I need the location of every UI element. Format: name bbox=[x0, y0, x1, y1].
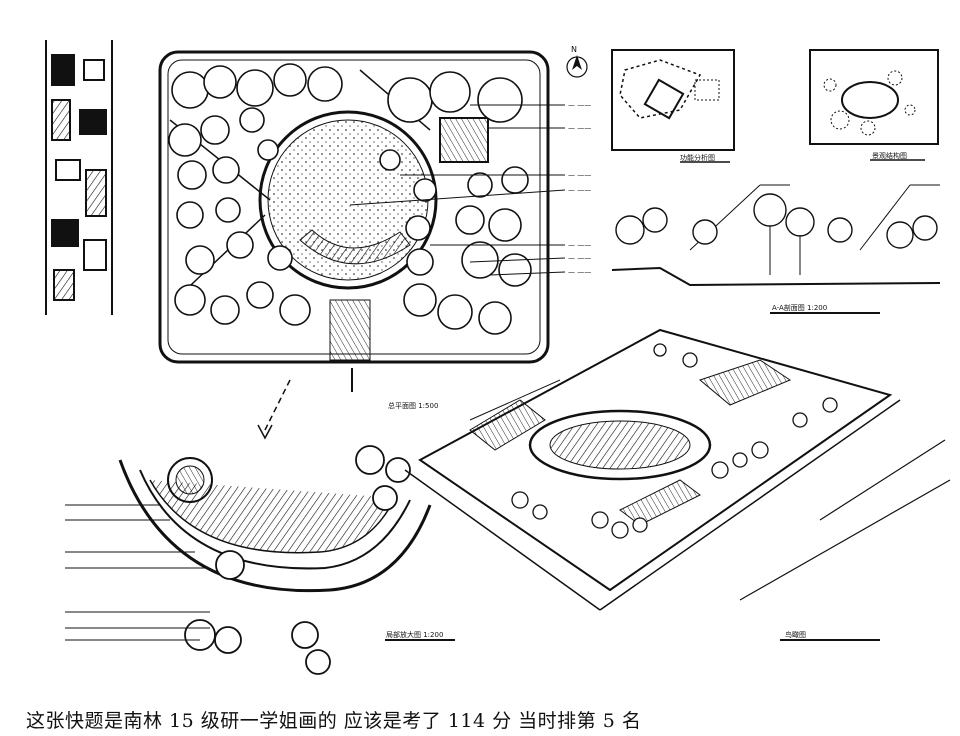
diagram-2-title: 景观结构图 bbox=[872, 151, 907, 160]
diagram-1-title: 功能分析图 bbox=[680, 153, 715, 162]
image-caption: 这张快题是南林 15 级研一学姐画的 应该是考了 114 分 当时排第 5 名 bbox=[26, 710, 642, 732]
site-plan: — —— — —— — —— — —— — —— — —— — —— bbox=[158, 50, 591, 392]
building-block-plan bbox=[45, 40, 113, 315]
svg-text:— ——: — —— bbox=[568, 171, 591, 179]
svg-text:— ——: — —— bbox=[568, 101, 591, 109]
aerial-title: 鸟瞰图 bbox=[785, 630, 806, 639]
svg-text:— ——: — —— bbox=[568, 124, 591, 132]
svg-text:— ——: — —— bbox=[568, 254, 591, 262]
landscape-design-sheet: — —— — —— — —— — —— — —— — —— — —— N bbox=[45, 40, 951, 675]
site-plan-title: 总平面图 1:500 bbox=[388, 401, 438, 410]
aerial-view bbox=[404, 328, 951, 641]
north-arrow-icon: N bbox=[566, 45, 588, 78]
section-elevation bbox=[611, 184, 941, 314]
analysis-diagram-1 bbox=[611, 49, 735, 163]
analysis-diagram-2 bbox=[809, 49, 939, 161]
section-title: A-A剖面图 1:200 bbox=[772, 303, 827, 312]
svg-text:— ——: — —— bbox=[568, 268, 591, 276]
detail-title: 局部放大图 1:200 bbox=[386, 630, 443, 639]
svg-text:— ——: — —— bbox=[568, 186, 591, 194]
svg-text:— ——: — —— bbox=[568, 241, 591, 249]
north-arrow-label: N bbox=[571, 45, 577, 54]
detail-plan bbox=[65, 379, 455, 675]
